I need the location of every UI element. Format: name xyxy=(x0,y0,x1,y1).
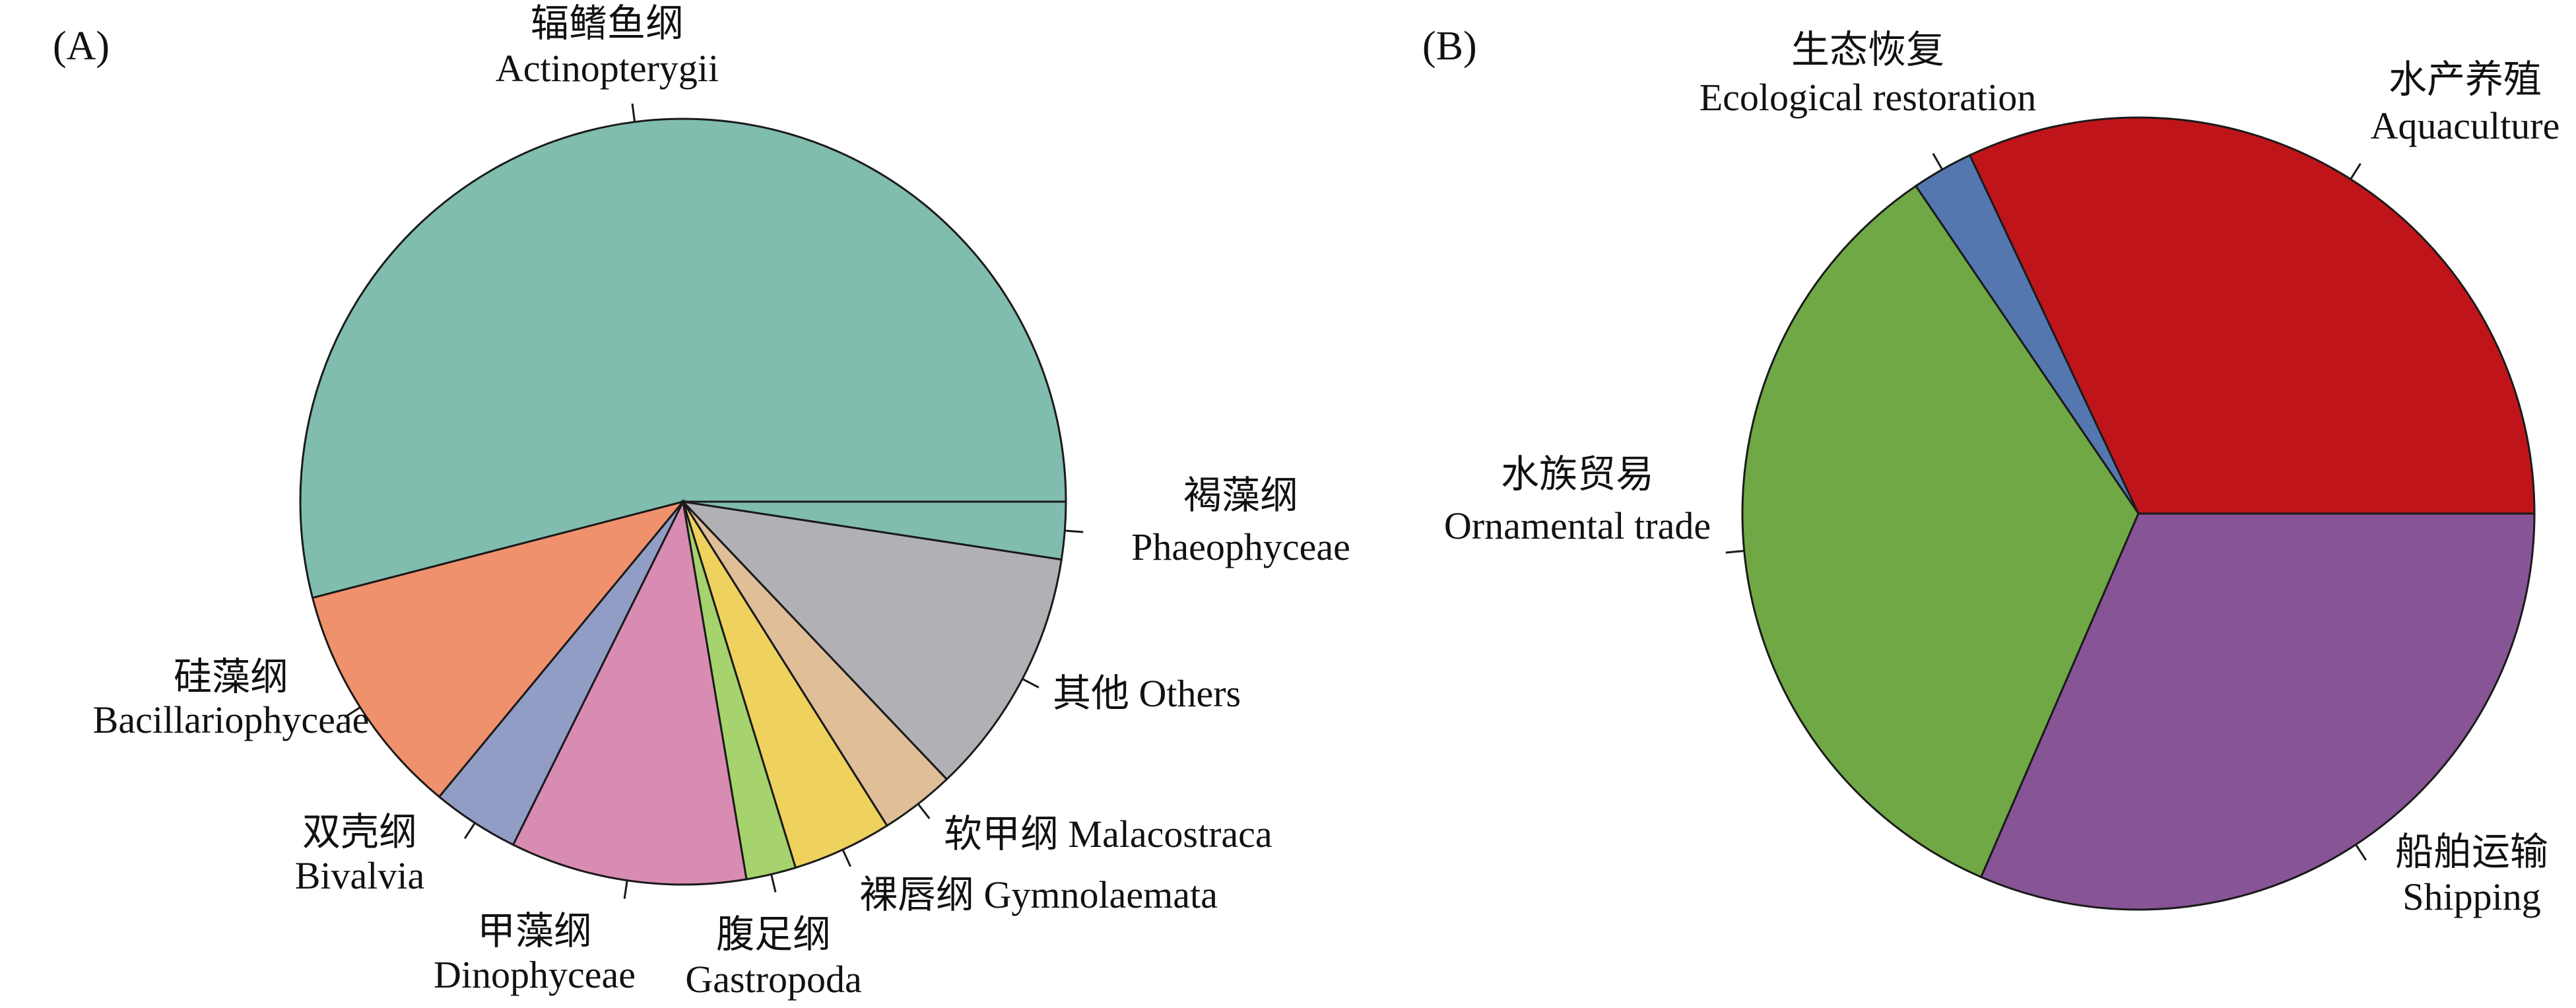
leader-line xyxy=(2350,162,2361,180)
slice-label-cn: 辐鳍鱼纲 xyxy=(531,2,684,45)
leader-line xyxy=(463,822,476,839)
slice-label-cn: 船舶运输 xyxy=(2395,830,2548,873)
slice-label-en: Ornamental trade xyxy=(1444,504,1711,547)
slice-label-cn: 水产养殖 xyxy=(2389,58,2542,101)
leader-line xyxy=(1932,152,1944,170)
pie-slice-ornamental-trade xyxy=(1741,184,2140,879)
pie-slice-shipping xyxy=(1979,512,2536,911)
leader-line xyxy=(631,103,636,122)
slice-label-en: Bacillariophyceae xyxy=(93,698,370,741)
slice-label-en: Aquaculture xyxy=(2371,104,2560,147)
slice-label-en: Bivalvia xyxy=(295,854,425,897)
leader-line xyxy=(842,849,851,867)
pie-slice-others xyxy=(680,500,1063,781)
slice-label-en: Gastropoda xyxy=(685,958,861,1001)
slice-label-en: Actinopterygii xyxy=(496,47,719,90)
slice-label: 裸唇纲 Gymnolaemata xyxy=(859,873,1218,916)
pie-slice-phaeophyceae xyxy=(682,500,1067,561)
leader-line xyxy=(917,803,931,819)
slice-label-cn: 腹足纲 xyxy=(716,913,831,956)
slice-label: 软甲纲 Malacostraca xyxy=(944,813,1272,856)
leader-line xyxy=(2355,844,2367,861)
slice-label-cn: 甲藻纲 xyxy=(477,910,592,953)
pie-slice-actinopterygii xyxy=(299,118,1067,599)
slice-label-en: Dinophyceae xyxy=(434,953,636,996)
leader-line xyxy=(770,874,777,892)
pie-slice-bacillariophyceae xyxy=(311,500,686,799)
panel-label-a: (A) xyxy=(53,24,110,69)
slice-label-en: Ecological restoration xyxy=(1700,76,2037,119)
leader-line xyxy=(623,880,628,899)
slice-label-cn: 褐藻纲 xyxy=(1183,474,1298,517)
slice-label-en: Phaeophyceae xyxy=(1131,525,1350,568)
slice-label-cn: 双壳纲 xyxy=(302,811,417,854)
leader-line xyxy=(1022,678,1040,689)
slice-label-cn: 生态恢复 xyxy=(1791,28,1944,71)
leader-line xyxy=(1725,549,1744,554)
slice-label-cn: 水族贸易 xyxy=(1501,453,1654,496)
panel-label-b: (B) xyxy=(1422,24,1477,69)
slice-label-en: Shipping xyxy=(2402,875,2541,918)
leader-line xyxy=(344,706,361,718)
slice-label: 其他 Others xyxy=(1053,672,1241,715)
pie-slice-dinophyceae xyxy=(512,498,748,886)
pie-slice-aquaculture xyxy=(1968,116,2536,515)
slice-label-cn: 硅藻纲 xyxy=(174,655,288,698)
leader-line xyxy=(1065,529,1084,533)
